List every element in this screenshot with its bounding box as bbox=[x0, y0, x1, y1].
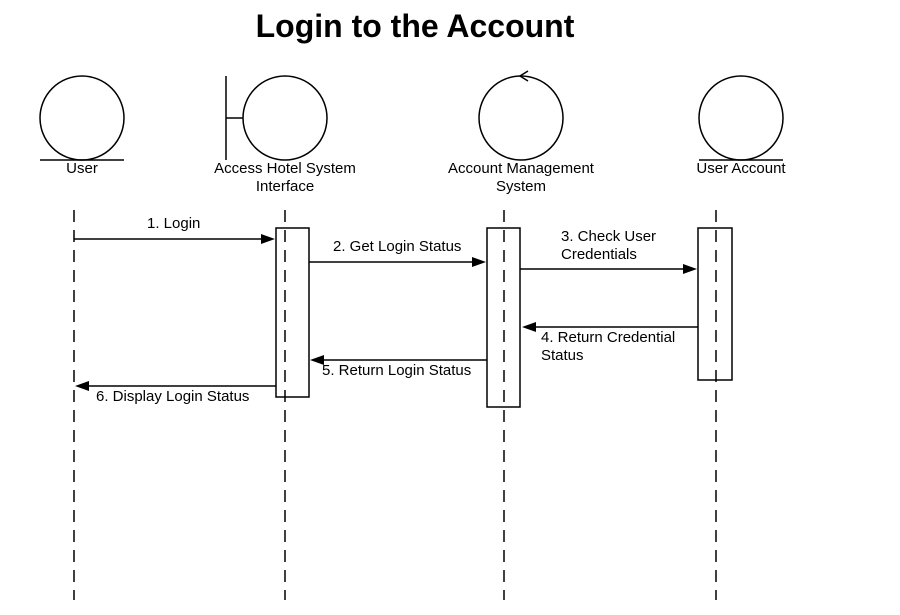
diagram-title: Login to the Account bbox=[255, 8, 575, 44]
user-actor-symbol bbox=[39, 75, 125, 161]
message-arrow-4 bbox=[522, 322, 698, 332]
activation-ams bbox=[486, 227, 521, 408]
message-arrow-5 bbox=[310, 355, 487, 365]
message-arrow-3 bbox=[520, 264, 697, 274]
message-arrow-6 bbox=[75, 381, 276, 391]
message-label-4: 4. Return Credential Status bbox=[541, 329, 676, 364]
message-label-3: 3. Check User Credentials bbox=[561, 228, 657, 263]
message-label-2: 2. Get Login Status bbox=[333, 238, 462, 255]
message-label-6: 6. Display Login Status bbox=[96, 388, 250, 405]
message-arrow-2 bbox=[309, 257, 486, 267]
entity-symbol bbox=[698, 75, 784, 161]
message-label-1: 1. Login bbox=[147, 215, 201, 232]
participant-label-interface: Access Hotel System Interface bbox=[214, 160, 356, 195]
participant-label-ams: Account Management System bbox=[448, 160, 594, 195]
activation-interface bbox=[275, 227, 310, 398]
participant-label-account: User Account bbox=[696, 160, 786, 177]
participant-label-user: User bbox=[66, 160, 98, 177]
message-label-5: 5. Return Login Status bbox=[322, 362, 472, 379]
activation-account bbox=[697, 227, 733, 381]
message-arrow-1 bbox=[74, 234, 275, 244]
boundary-symbol bbox=[225, 75, 328, 161]
control-symbol bbox=[478, 70, 564, 161]
